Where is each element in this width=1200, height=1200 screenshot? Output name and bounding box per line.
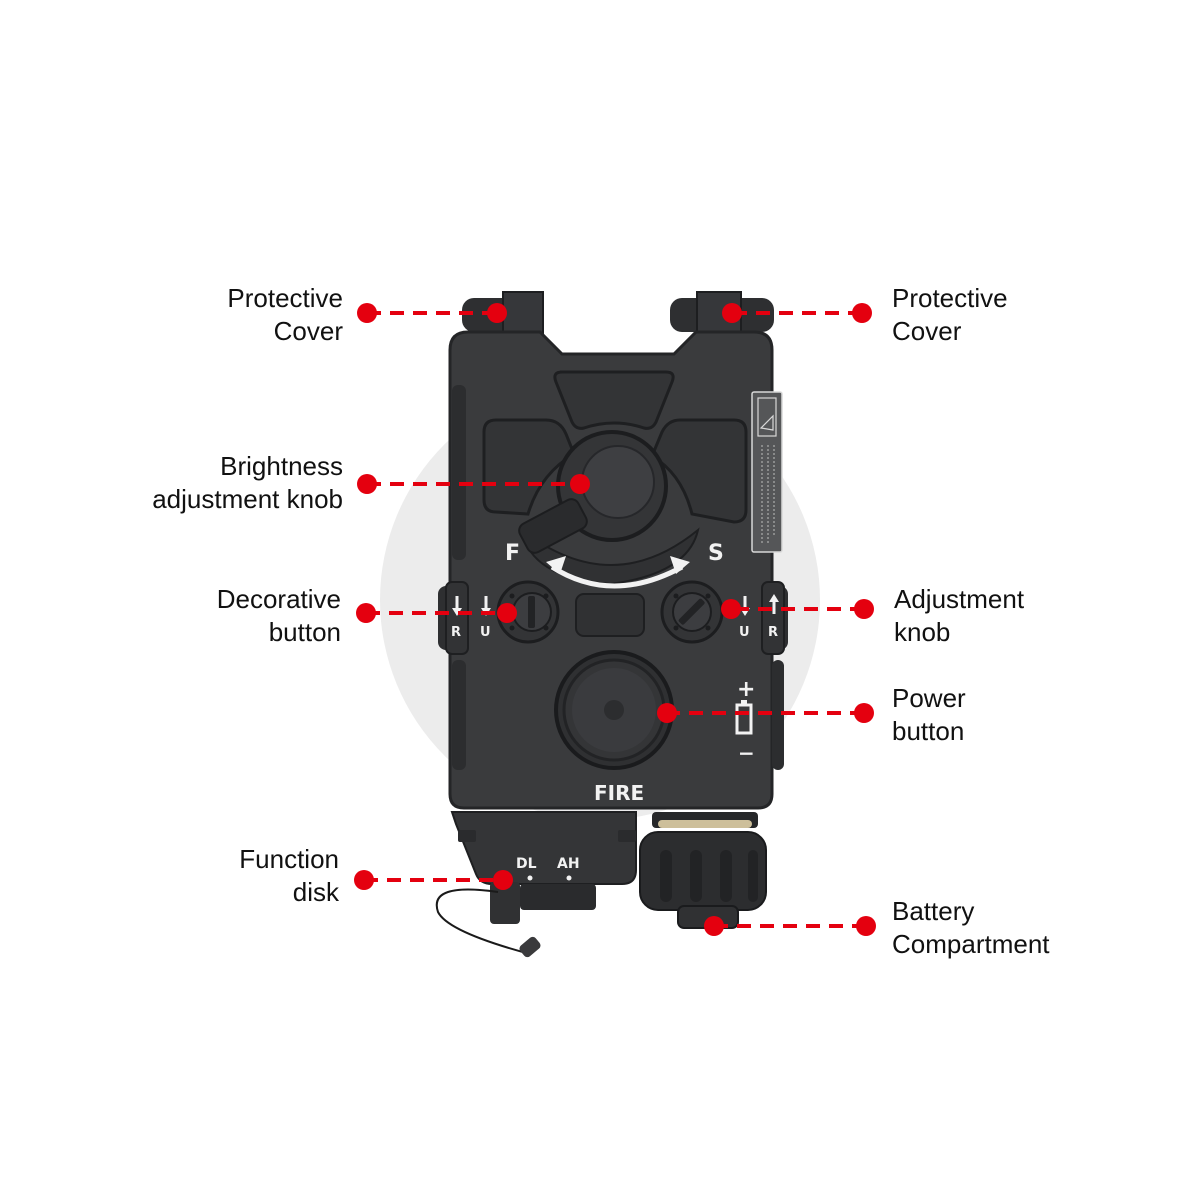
mode-slow-label: S [708, 541, 724, 566]
label-line: adjustment knob [152, 484, 343, 514]
label-line: Battery [892, 896, 975, 926]
right-inner-letter: U [739, 625, 750, 640]
mode-fast-label: F [505, 541, 520, 566]
power-fire-button [554, 650, 674, 770]
left-side-button [438, 581, 469, 655]
label-protective-cover-right: Protective Cover [892, 282, 1008, 348]
label-brightness-knob: Brightness adjustment knob [152, 450, 343, 516]
left-rail-lower [452, 660, 466, 770]
fire-label: FIRE [594, 781, 644, 805]
left-rail [452, 385, 466, 560]
left-inner-letter: U [480, 625, 491, 640]
label-line: Cover [273, 316, 343, 346]
right-outer-letter: R [768, 625, 778, 640]
label-protective-cover-left: Protective Cover [227, 282, 343, 348]
battery-plus-sign: + [737, 677, 755, 702]
function-disk-part [435, 811, 637, 958]
label-power-button: Power button [892, 682, 966, 748]
laser-warning-sticker [751, 391, 783, 553]
battery-icon [735, 700, 753, 735]
label-line: Decorative [216, 584, 341, 614]
left-adjustment-screw [496, 580, 560, 644]
label-line: Brightness [220, 451, 343, 481]
right-rail-lower [772, 660, 784, 770]
brightness-knob-part [518, 430, 700, 589]
label-line: button [892, 716, 965, 746]
label-line: Compartment [892, 929, 1050, 959]
label-line: Function [239, 844, 339, 874]
label-decorative-button: Decorative button [217, 583, 341, 649]
label-line: Power [892, 683, 966, 713]
label-line: Protective [227, 283, 343, 313]
label-line: Protective [892, 283, 1008, 313]
function-ah-label: AH [557, 856, 580, 872]
battery-minus-sign: − [738, 741, 755, 765]
right-side-button [761, 581, 788, 655]
label-line: Cover [892, 316, 962, 346]
left-outer-letter: R [451, 625, 461, 640]
battery-compartment-part [639, 812, 767, 929]
label-adjustment-knob: Adjustment knob [894, 583, 1024, 649]
label-line: Adjustment [894, 584, 1025, 614]
label-function-disk: Function disk [239, 843, 339, 909]
label-line: button [268, 617, 341, 647]
right-adjustment-screw [660, 580, 724, 644]
center-recess [575, 593, 645, 637]
function-dl-label: DL [516, 856, 537, 872]
label-battery-compartment: Battery Compartment [892, 895, 1050, 961]
label-line: knob [894, 617, 951, 647]
label-line: disk [292, 877, 339, 907]
